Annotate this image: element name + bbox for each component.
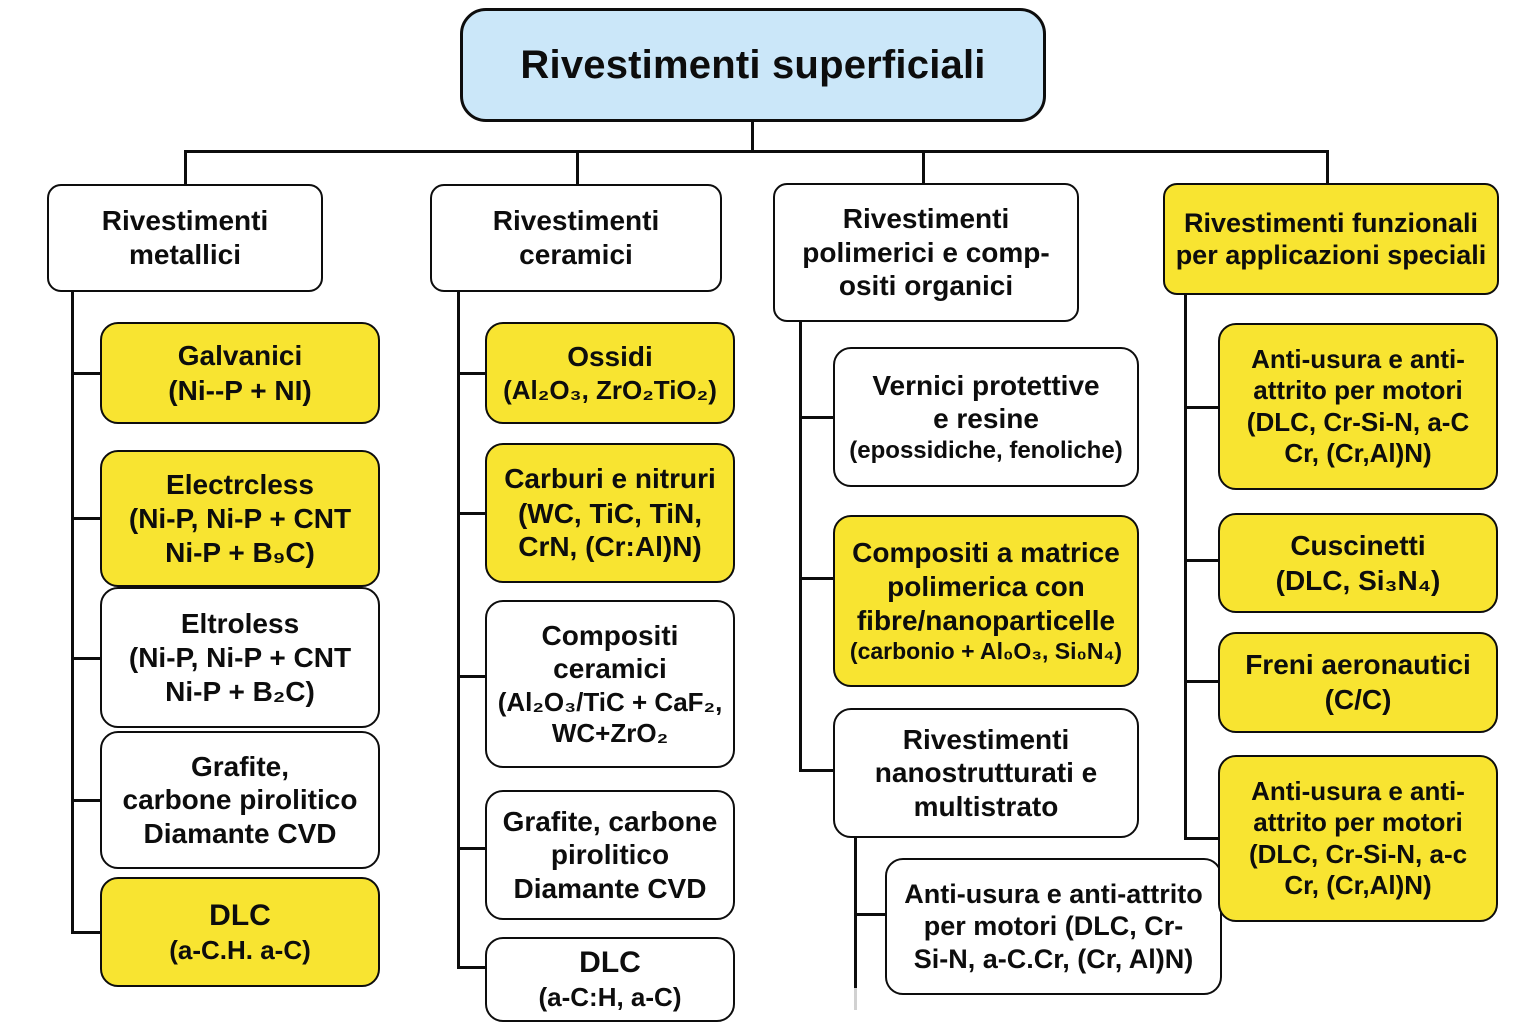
connector-bus xyxy=(184,150,1329,153)
header-rivestimenti-funzionali: Rivestimenti funzionali per applicazioni… xyxy=(1163,183,1499,295)
node-text: Cuscinetti xyxy=(1290,529,1426,561)
node-subtext: (a-C:H, a-C) xyxy=(538,982,682,1013)
connector-spine-col2 xyxy=(457,292,460,968)
node-text: Vernici protettive e resine xyxy=(872,369,1100,435)
node-ossidi: Ossidi (Al₂O₃, ZrO₂TiO₂) xyxy=(485,322,735,424)
header-rivestimenti-polimerici: Rivestimenti polimerici e comp- ositi or… xyxy=(773,183,1079,322)
connector-stub xyxy=(854,913,885,916)
node-subtext: (epossidiche, fenoliche) xyxy=(849,436,1123,464)
node-text: Anti-usura e anti- attrito per motori (D… xyxy=(1248,776,1468,900)
root-node: Rivestimenti superficiali xyxy=(460,8,1046,122)
node-text: Grafite, carbone pirolitico Diamante CVD xyxy=(502,805,718,904)
connector-stub xyxy=(457,512,485,515)
node-subtext: (Al₂O₃, ZrO₂TiO₂) xyxy=(503,374,717,405)
node-eltroless: Eltroless (Ni-P, Ni-P + CNT Ni-P + B₂C) xyxy=(100,587,380,728)
node-grafite-cvd-1: Grafite, carbone pirolitico Diamante CVD xyxy=(100,731,380,869)
node-cuscinetti: Cuscinetti (DLC, Si₃N₄) xyxy=(1218,513,1498,613)
connector-stub xyxy=(799,577,833,580)
connector-stub xyxy=(71,931,100,934)
node-carburi-nitruri: Carburi e nitruri (WC, TiC, TiN, CrN, (C… xyxy=(485,443,735,583)
connector-spine-col1 xyxy=(71,292,74,933)
node-subtext: (Ni-P, Ni-P + CNT Ni-P + B₂C) xyxy=(128,642,352,707)
node-text: Grafite, carbone pirolitico Diamante CVD xyxy=(122,750,358,849)
node-dlc-1: DLC (a-C.H. a-C) xyxy=(100,877,380,987)
header-text: Rivestimenti funzionali per applicazioni… xyxy=(1175,207,1487,270)
connector-stub xyxy=(1184,559,1218,562)
node-subtext: (a-C.H. a-C) xyxy=(169,934,311,965)
node-subtext: (DLC, Si₃N₄) xyxy=(1275,564,1441,596)
node-anti-usura-motori-3: Anti-usura e anti-attrito per motori (DL… xyxy=(885,858,1222,995)
node-text: Rivestimenti nanostrutturati e multistra… xyxy=(874,723,1098,822)
node-subtext: (carbonio + Al₀O₃, Si₀N₄) xyxy=(849,638,1123,665)
node-galvanici: Galvanici (Ni--P + NI) xyxy=(100,322,380,424)
node-text: Galvanici xyxy=(177,339,303,371)
node-vernici-protettive: Vernici protettive e resine (epossidiche… xyxy=(833,347,1139,487)
node-freni-aeronautici: Freni aeronautici (C/C) xyxy=(1218,632,1498,733)
node-grafite-cvd-2: Grafite, carbone pirolitico Diamante CVD xyxy=(485,790,735,920)
node-text: Freni aeronautici xyxy=(1245,649,1471,681)
node-nanostrutturati: Rivestimenti nanostrutturati e multistra… xyxy=(833,708,1139,838)
node-text: Anti-usura e anti- attrito per motori (D… xyxy=(1246,344,1470,468)
node-text: Electrcless xyxy=(166,468,314,500)
node-text: Compositi a matrice polimerica con fibre… xyxy=(852,537,1120,636)
header-rivestimenti-metallici: Rivestimenti metallici xyxy=(47,184,323,292)
connector-spine-col3 xyxy=(799,321,802,771)
header-rivestimenti-ceramici: Rivestimenti ceramici xyxy=(430,184,722,292)
node-subtext: (Ni--P + NI) xyxy=(168,374,312,406)
node-anti-usura-motori-1: Anti-usura e anti- attrito per motori (D… xyxy=(1218,323,1498,490)
node-text: Eltroless xyxy=(180,607,300,639)
node-anti-usura-motori-2: Anti-usura e anti- attrito per motori (D… xyxy=(1218,755,1498,922)
header-text: Rivestimenti ceramici xyxy=(492,205,660,270)
connector-stub xyxy=(457,847,485,850)
node-text: DLC xyxy=(209,898,271,932)
connector-subspine-tail xyxy=(854,988,857,1010)
header-text: Rivestimenti metallici xyxy=(101,205,269,270)
node-text: Ossidi xyxy=(567,341,653,373)
connector-drop-col1 xyxy=(184,150,187,185)
node-compositi-ceramici: Compositi ceramici (Al₂O₃/TiC + CaF₂, WC… xyxy=(485,600,735,768)
node-subtext: (Ni-P, Ni-P + CNT Ni-P + B₉C) xyxy=(128,503,352,568)
node-subtext: (C/C) xyxy=(1324,684,1392,715)
node-compositi-matrice: Compositi a matrice polimerica con fibre… xyxy=(833,515,1139,687)
node-subtext: (WC, TiC, TiN, CrN, (Cr:Al)N) xyxy=(517,497,703,563)
connector-stub xyxy=(457,372,485,375)
node-dlc-2: DLC (a-C:H, a-C) xyxy=(485,937,735,1022)
connector-stub xyxy=(1184,837,1218,840)
connector-stub xyxy=(799,769,833,772)
connector-stub xyxy=(71,517,100,520)
connector-stub xyxy=(1184,680,1218,683)
node-subtext: (Al₂O₃/TiC + CaF₂, WC+ZrO₂ xyxy=(497,686,723,749)
connector-stub xyxy=(71,372,100,375)
node-text: DLC xyxy=(579,946,641,980)
connector-stub xyxy=(457,675,485,678)
connector-spine-col4 xyxy=(1184,294,1187,840)
header-text: Rivestimenti polimerici e comp- ositi or… xyxy=(802,203,1050,302)
node-electrcless: Electrcless (Ni-P, Ni-P + CNT Ni-P + B₉C… xyxy=(100,450,380,587)
node-text: Carburi e nitruri xyxy=(504,463,716,495)
connector-stub xyxy=(1184,406,1218,409)
connector-drop-col3 xyxy=(922,150,925,183)
connector-drop-col2 xyxy=(576,150,579,184)
connector-drop-col4 xyxy=(1326,150,1329,184)
node-text: Anti-usura e anti-attrito per motori (DL… xyxy=(904,878,1203,974)
connector-root-drop xyxy=(751,122,754,151)
connector-stub xyxy=(71,799,100,802)
connector-stub xyxy=(799,416,833,419)
connector-stub xyxy=(457,966,485,969)
connector-stub xyxy=(71,657,100,660)
root-title: Rivestimenti superficiali xyxy=(520,43,986,87)
node-text: Compositi ceramici xyxy=(541,619,679,685)
